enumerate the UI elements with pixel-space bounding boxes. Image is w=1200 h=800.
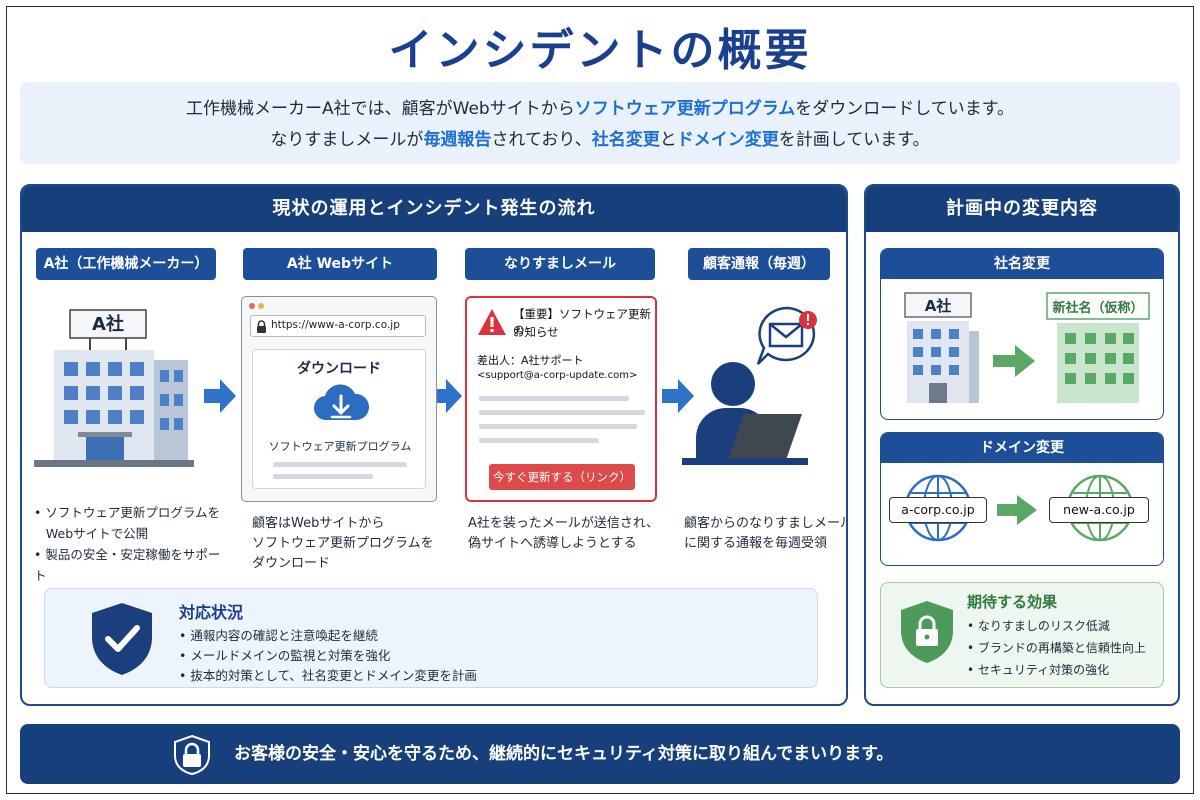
mail-subject-1: 【重要】ソフトウェア更新の <box>513 307 651 337</box>
shield-lock-icon <box>901 601 953 663</box>
placeholder-line <box>479 396 629 401</box>
right-arrow-icon <box>997 495 1037 525</box>
intro-highlight: 社名変更 <box>591 130 660 150</box>
step-label-company: A社（工作機械メーカー） <box>36 248 216 280</box>
intro-highlight: ソフトウェア更新プログラム <box>574 99 796 119</box>
flow-panel: 現状の運用とインシデント発生の流れ A社（工作機械メーカー） A社 Webサイト… <box>20 184 848 706</box>
placeholder-line <box>479 424 637 429</box>
step-label-mail: なりすましメール <box>465 248 655 280</box>
caption-company-item: 製品の安全・安定稼働をサポート <box>34 544 224 586</box>
warning-icon <box>478 309 506 335</box>
step-label-report: 顧客通報（毎週） <box>688 248 830 280</box>
placeholder-line <box>273 474 373 479</box>
page-title: インシデントの概要 <box>388 25 812 76</box>
status-item: • 通報内容の確認と注意喚起を継続 <box>179 628 378 643</box>
download-item-label[interactable]: ソフトウェア更新プログラム <box>268 440 412 453</box>
building-icon <box>904 292 979 403</box>
caption-website: 顧客はWebサイトから ソフトウェア更新プログラムを ダウンロード <box>252 516 434 571</box>
effect-item: • セキュリティ対策の強化 <box>967 663 1110 677</box>
intro-text: と <box>659 130 677 150</box>
window-dots <box>249 303 264 309</box>
effect-item: • ブランドの再構築と信頼性向上 <box>967 641 1146 655</box>
intro-highlight: ドメイン変更 <box>676 130 779 150</box>
caption-mail: A社を装ったメールが送信され、 偽サイトへ誘導しようとする <box>468 516 660 551</box>
rename-title: 社名変更 <box>881 249 1163 279</box>
domain-title: ドメイン変更 <box>881 433 1163 463</box>
right-arrow-icon <box>430 379 462 413</box>
person-laptop-icon <box>682 362 808 465</box>
flow-panel-header: 現状の運用とインシデント発生の流れ <box>22 186 846 232</box>
intro-text: 工作機械メーカーA社では、顧客がWebサイトから <box>186 99 575 119</box>
phishing-mail: 【重要】ソフトウェア更新の お知らせ 差出人：A社サポート <support@a… <box>465 296 657 502</box>
plan-panel: 計画中の変更内容 社名変更 A社 新社名 <box>864 184 1180 706</box>
intro-text: をダウンロードしています。 <box>795 99 1014 119</box>
browser-window: https://www-a-corp.co.jp ダウンロード ソフトウェア更新… <box>241 296 437 502</box>
status-box: 対応状況 • 通報内容の確認と注意喚起を継続 • メールドメインの監視と対策を強… <box>44 588 818 688</box>
footer-banner: お客様の安全・安心を守るため、継続的にセキュリティ対策に取り組んでまいります。 <box>20 724 1180 784</box>
building-icon <box>34 309 194 467</box>
padlock-icon <box>174 734 210 776</box>
intro-text: されており、 <box>491 130 592 150</box>
footer-message: お客様の安全・安心を守るため、継続的にセキュリティ対策に取り組んでまいります。 <box>234 744 894 764</box>
effect-title: 期待する効果 <box>967 593 1058 611</box>
download-card: ダウンロード ソフトウェア更新プログラム <box>252 349 426 489</box>
mail-update-link-button[interactable]: 今すぐ更新する（リンク） <box>489 464 635 490</box>
status-item: • メールドメインの監視と対策を強化 <box>179 648 391 663</box>
mail-sender-label: 差出人：A社サポート <box>477 354 584 367</box>
intro-text: なりすましメールが <box>270 130 424 150</box>
building-sign: A社 <box>92 314 124 335</box>
plan-panel-header: 計画中の変更内容 <box>866 186 1178 232</box>
domain-panel: ドメイン変更 a-corp.co.jp new-a.co.jp <box>880 432 1164 566</box>
old-name-sign: A社 <box>924 297 952 315</box>
intro-line-2: なりすましメールが毎週報告されており、社名変更とドメイン変更を計画しています。 <box>20 125 1180 156</box>
effect-box: 期待する効果 • なりすましのリスク低減 • ブランドの再構築と信頼性向上 • … <box>880 582 1164 688</box>
step-label-website: A社 Webサイト <box>243 248 437 280</box>
address-url: https://www-a-corp.co.jp <box>271 319 400 331</box>
placeholder-line <box>479 438 599 443</box>
old-domain: a-corp.co.jp <box>889 497 987 523</box>
caption-report: 顧客からのなりすましメール に関する通報を毎週受領 <box>684 516 848 551</box>
intro-box: 工作機械メーカーA社では、顧客がWebサイトからソフトウェア更新プログラムをダウ… <box>20 82 1180 164</box>
caption-company: ソフトウェア更新プログラムを Webサイトで公開 製品の安全・安定稼働をサポート <box>34 502 224 586</box>
new-domain: new-a.co.jp <box>1049 497 1149 523</box>
rename-panel: 社名変更 A社 新社名（仮称） <box>880 248 1164 420</box>
effect-item: • なりすましのリスク低減 <box>967 619 1110 633</box>
mail-alert-icon <box>756 306 817 365</box>
right-arrow-icon <box>204 379 236 413</box>
building-icon <box>1046 292 1150 403</box>
right-arrow-icon <box>993 345 1035 377</box>
placeholder-line <box>273 462 407 467</box>
right-arrow-icon <box>662 379 694 413</box>
intro-text: を計画しています。 <box>778 130 930 150</box>
cloud-download-icon <box>314 384 369 421</box>
caption-company-item: ソフトウェア更新プログラムを Webサイトで公開 <box>34 502 224 544</box>
address-bar: https://www-a-corp.co.jp <box>250 315 426 337</box>
intro-line-1: 工作機械メーカーA社では、顧客がWebサイトからソフトウェア更新プログラムをダウ… <box>20 94 1180 125</box>
download-heading: ダウンロード <box>297 361 381 377</box>
mail-subject-2: お知らせ <box>513 325 559 339</box>
outer-frame <box>6 6 1194 794</box>
shield-check-icon <box>92 603 152 675</box>
intro-highlight: 毎週報告 <box>423 130 492 150</box>
lock-icon <box>257 320 266 333</box>
new-name-sign: 新社名（仮称） <box>1052 301 1144 316</box>
placeholder-line <box>479 410 645 415</box>
status-title: 対応状況 <box>179 603 244 622</box>
status-item: • 抜本的対策として、社名変更とドメイン変更を計画 <box>179 668 477 683</box>
mail-sender-address: <support@a-corp-update.com> <box>477 370 638 381</box>
